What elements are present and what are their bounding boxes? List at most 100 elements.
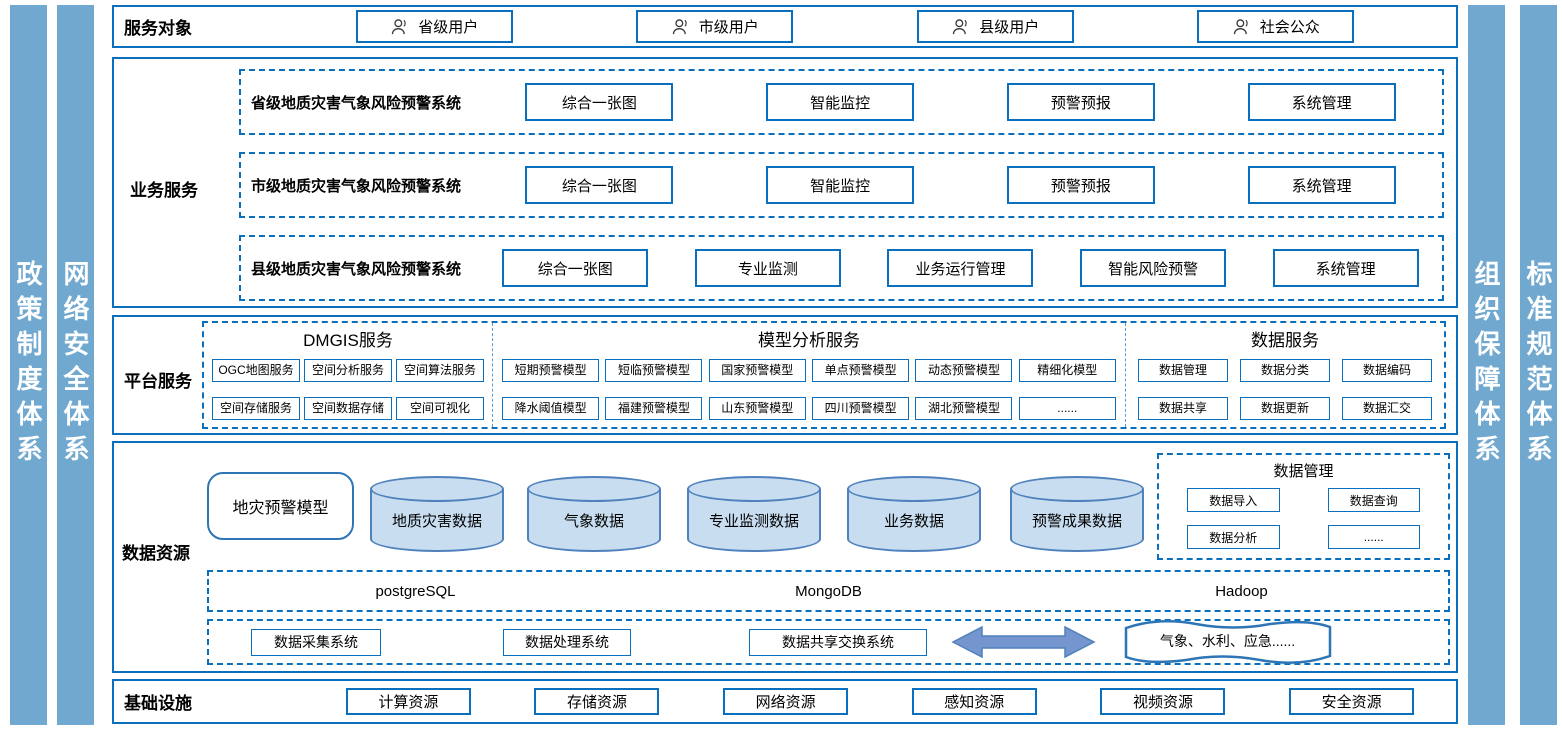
group-row: 短期预警模型 短临预警模型 国家预警模型 单点预警模型 动态预警模型 精细化模型: [493, 351, 1125, 389]
data-management-box: 数据管理 数据导入 数据查询 数据分析 ......: [1157, 453, 1450, 560]
system-row-city: 市级地质灾害气象风险预警系统 综合一张图 智能监控 预警预报 系统管理: [239, 152, 1444, 218]
service-item: 山东预警模型: [708, 396, 806, 420]
data-resources-section: 数据资源 地灾预警模型 地质灾害数据 气象数据 专业监测数据 业务数据 预警成果…: [112, 441, 1458, 673]
section-label-service-targets: 服务对象: [124, 19, 192, 38]
group-row: 降水阈值模型 福建预警模型 山东预警模型 四川预警模型 湖北预警模型 .....…: [493, 389, 1125, 427]
service-item: 数据汇交: [1342, 396, 1432, 420]
module-box: 业务运行管理: [887, 249, 1034, 287]
management-item: 数据分析: [1187, 525, 1280, 549]
disaster-warning-model-box: 地灾预警模型: [207, 472, 354, 540]
group-row: 空间存储服务 空间数据存储 空间可视化: [204, 389, 492, 427]
service-item: 空间算法服务: [396, 358, 484, 382]
system-box-sharing-exchange: 数据共享交换系统: [749, 628, 927, 656]
data-systems-row: 数据采集系统 数据处理系统 数据共享交换系统 气象、水利、应急......: [207, 619, 1450, 665]
module-box: 综合一张图: [502, 249, 649, 287]
platform-group-model-analysis: 模型分析服务 短期预警模型 短临预警模型 国家预警模型 单点预警模型 动态预警模…: [492, 323, 1126, 427]
diagram-content: 服务对象 省级用户 市级用户 县级用户 社会公众 业务服务 省级地质灾害气象风险…: [112, 5, 1458, 724]
storage-engine-postgresql: postgreSQL: [375, 582, 456, 600]
service-item: 数据分类: [1240, 358, 1330, 382]
system-name: 省级地质灾害气象风险预警系统: [251, 94, 462, 112]
pillar-organization: 组织保障体系: [1468, 5, 1505, 725]
cylinder-body: [1010, 489, 1144, 552]
person-icon: [951, 17, 971, 37]
db-cylinder-business: 业务数据: [847, 476, 981, 552]
db-cylinder-meteorological: 气象数据: [527, 476, 661, 552]
double-arrow-icon: [951, 624, 1096, 660]
db-cylinder-warning-results: 预警成果数据: [1010, 476, 1144, 552]
system-name: 县级地质灾害气象风险预警系统: [251, 260, 462, 278]
infra-box-sensing: 感知资源: [911, 688, 1037, 715]
service-item: OGC地图服务: [212, 358, 300, 382]
infra-box-compute: 计算资源: [345, 688, 471, 715]
business-services-section: 业务服务 省级地质灾害气象风险预警系统 综合一张图 智能监控 预警预报 系统管理…: [112, 57, 1458, 308]
system-box-collection: 数据采集系统: [251, 628, 381, 656]
external-sources-label: 气象、水利、应急......: [1159, 633, 1296, 649]
service-item: 空间可视化: [396, 396, 484, 420]
module-box: 系统管理: [1272, 249, 1419, 287]
group-title: 数据服务: [1251, 331, 1319, 350]
user-box-county: 县级用户: [916, 10, 1074, 43]
service-item: 空间数据存储: [304, 396, 392, 420]
system-row-provincial: 省级地质灾害气象风险预警系统 综合一张图 智能监控 预警预报 系统管理: [239, 69, 1444, 135]
module-list: 综合一张图 专业监测 业务运行管理 智能风险预警 系统管理: [479, 249, 1442, 287]
db-cylinder-geo-disaster: 地质灾害数据: [370, 476, 504, 552]
user-box-label: 社会公众: [1259, 19, 1320, 36]
data-management-title: 数据管理: [1273, 463, 1334, 480]
system-box-processing: 数据处理系统: [503, 628, 631, 656]
user-box-label: 市级用户: [698, 19, 759, 36]
infra-box-network: 网络资源: [723, 688, 849, 715]
system-row-county: 县级地质灾害气象风险预警系统 综合一张图 专业监测 业务运行管理 智能风险预警 …: [239, 235, 1444, 301]
infra-box-security: 安全资源: [1289, 688, 1415, 715]
pillar-policy-system: 政策制度体系: [10, 5, 47, 725]
group-title: DMGIS服务: [303, 331, 393, 350]
module-box: 专业监测: [694, 249, 841, 287]
infra-box-storage: 存储资源: [534, 688, 660, 715]
module-box: 预警预报: [1006, 166, 1155, 204]
infra-box-video: 视频资源: [1100, 688, 1226, 715]
service-item: 福建预警模型: [605, 396, 703, 420]
module-box: 智能风险预警: [1080, 249, 1227, 287]
data-management-grid: 数据导入 数据查询 数据分析 ......: [1159, 481, 1448, 549]
service-targets-list: 省级用户 市级用户 县级用户 社会公众: [294, 10, 1456, 43]
user-box-provincial: 省级用户: [355, 10, 513, 43]
pillar-network-label: 网络安全体系: [60, 260, 90, 470]
pillar-organization-label: 组织保障体系: [1471, 260, 1501, 470]
external-sources-shape: 气象、水利、应急......: [1120, 619, 1335, 665]
section-label-infrastructure: 基础设施: [124, 694, 192, 713]
cylinder-label: 预警成果数据: [1031, 513, 1122, 530]
platform-group-dmgis: DMGIS服务 OGC地图服务 空间分析服务 空间算法服务 空间存储服务 空间数…: [204, 323, 492, 427]
service-item: 空间分析服务: [304, 358, 392, 382]
service-item: ......: [1018, 396, 1116, 420]
user-box-public: 社会公众: [1197, 10, 1355, 43]
user-box-label: 省级用户: [418, 19, 479, 36]
group-title: 模型分析服务: [758, 331, 860, 350]
service-item: 降水阈值模型: [502, 396, 600, 420]
cylinder-top: [370, 476, 504, 502]
platform-groups: DMGIS服务 OGC地图服务 空间分析服务 空间算法服务 空间存储服务 空间数…: [202, 321, 1446, 429]
service-item: 单点预警模型: [812, 358, 910, 382]
module-box: 系统管理: [1247, 83, 1396, 121]
cylinder-label: 地质灾害数据: [391, 513, 482, 530]
cylinder-label: 气象数据: [563, 513, 624, 530]
section-label-platform: 平台服务: [124, 372, 192, 391]
pillar-policy-label: 政策制度体系: [13, 260, 43, 470]
service-targets-section: 服务对象 省级用户 市级用户 县级用户 社会公众: [112, 5, 1458, 48]
service-item: 短期预警模型: [502, 358, 600, 382]
person-icon: [1232, 17, 1252, 37]
section-label-business: 业务服务: [130, 181, 198, 200]
cylinder-top: [847, 476, 981, 502]
user-box-label: 县级用户: [979, 19, 1040, 36]
service-item: 数据编码: [1342, 358, 1432, 382]
module-list: 综合一张图 智能监控 预警预报 系统管理: [479, 83, 1442, 121]
db-cylinder-monitoring: 专业监测数据: [687, 476, 821, 552]
module-box: 预警预报: [1006, 83, 1155, 121]
service-item: 短临预警模型: [605, 358, 703, 382]
service-item: 国家预警模型: [708, 358, 806, 382]
service-item: 空间存储服务: [212, 396, 300, 420]
storage-engine-hadoop: Hadoop: [1215, 582, 1268, 600]
platform-services-section: 平台服务 DMGIS服务 OGC地图服务 空间分析服务 空间算法服务 空间存储服…: [112, 315, 1458, 435]
service-item: 精细化模型: [1018, 358, 1116, 382]
storage-engine-mongodb: MongoDB: [795, 582, 862, 600]
service-item: 数据管理: [1138, 358, 1228, 382]
module-box: 智能监控: [766, 166, 915, 204]
